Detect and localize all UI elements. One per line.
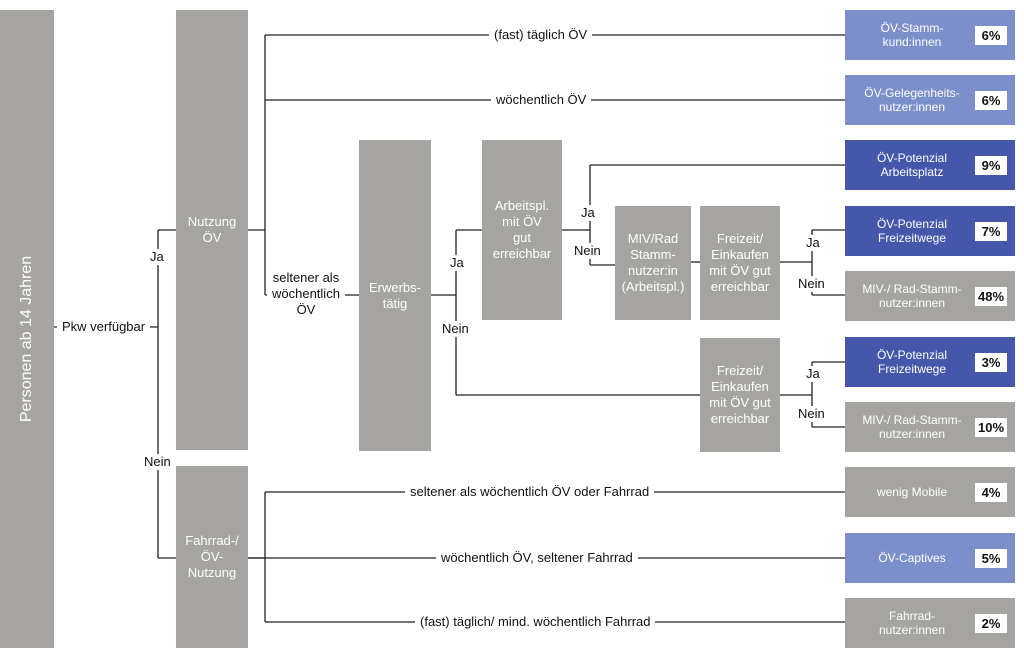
outcome-oev-stammkunden: ÖV-Stamm- kund:innen 6% — [845, 10, 1015, 60]
outcome-percentage: 10% — [975, 417, 1007, 437]
outcome-fahrradnutzer: Fahrrad- nutzer:innen 2% — [845, 598, 1015, 648]
outcome-label: ÖV-Stamm- kund:innen — [880, 21, 944, 49]
outcome-oev-potenzial-freizeitwege-2: ÖV-Potenzial Freizeitwege 3% — [845, 337, 1015, 387]
outcome-percentage: 6% — [975, 90, 1007, 110]
outcome-label: MIV-/ Rad-Stamm- nutzer:innen — [862, 282, 962, 310]
outcome-percentage: 6% — [975, 25, 1007, 45]
outcome-oev-potenzial-arbeitsplatz: ÖV-Potenzial Arbeitsplatz 9% — [845, 140, 1015, 190]
edge-label-ja: Ja — [148, 249, 166, 265]
outcome-percentage: 9% — [975, 155, 1007, 175]
outcome-label: Fahrrad- nutzer:innen — [878, 609, 946, 637]
outcome-label: ÖV-Potenzial Freizeitwege — [876, 217, 948, 245]
outcome-wenig-mobile: wenig Mobile 4% — [845, 467, 1015, 517]
root-box: Personen ab 14 Jahren — [0, 10, 54, 648]
outcome-percentage: 5% — [975, 548, 1007, 568]
edge-label-nein: Nein — [440, 321, 471, 337]
root-label: Personen ab 14 Jahren — [18, 255, 35, 423]
edge-label-woechentlich-oev-seltener-fahrrad: wöchentlich ÖV, seltener Fahrrad — [436, 550, 638, 566]
outcome-percentage: 3% — [975, 352, 1007, 372]
edge-label-fast-taeglich-oev: (fast) täglich ÖV — [489, 27, 593, 43]
outcome-percentage: 2% — [975, 613, 1007, 633]
edge-label-woechentlich-oev: wöchentlich ÖV — [491, 92, 592, 108]
outcome-label: ÖV-Potenzial Arbeitsplatz — [876, 151, 948, 179]
node-fahrrad-oev-nutzung: Fahrrad-/ ÖV- Nutzung — [176, 466, 248, 648]
edge-label-ja: Ja — [804, 366, 822, 382]
edge-label-ja: Ja — [804, 235, 822, 251]
outcome-oev-captives: ÖV-Captives 5% — [845, 533, 1015, 583]
edge-label-nein: Nein — [796, 406, 827, 422]
node-erwerbstaetig: Erwerbs- tätig — [359, 140, 431, 451]
edge-label-nein: Nein — [572, 243, 603, 259]
outcome-label: ÖV-Gelegenheits- nutzer:innen — [864, 86, 960, 114]
edge-label-seltener-als-woechentlich-oev: seltener als wöchentlich ÖV — [267, 270, 345, 318]
edge-label-nein: Nein — [796, 276, 827, 292]
edge-label-fast-taeglich-fahrrad: (fast) täglich/ mind. wöchentlich Fahrra… — [415, 614, 656, 630]
outcome-label: ÖV-Captives — [878, 551, 946, 565]
node-freizeit-erreichbar-2: Freizeit/ Einkaufen mit ÖV gut erreichba… — [700, 338, 780, 452]
outcome-label: wenig Mobile — [876, 485, 948, 499]
outcome-percentage: 7% — [975, 221, 1007, 241]
edge-label-pkw-verfuegbar: Pkw verfügbar — [57, 319, 151, 335]
outcome-miv-rad-stammnutzer-1: MIV-/ Rad-Stamm- nutzer:innen 48% — [845, 271, 1015, 321]
edge-label-seltener-oev-oder-fahrrad: seltener als wöchentlich ÖV oder Fahrrad — [405, 484, 655, 500]
node-arbeitsplatz-erreichbar: Arbeitspl. mit ÖV gut erreichbar — [482, 140, 562, 320]
outcome-percentage: 48% — [975, 286, 1007, 306]
node-nutzung-oev: Nutzung ÖV — [176, 10, 248, 450]
outcome-label: ÖV-Potenzial Freizeitwege — [876, 348, 948, 376]
outcome-oev-gelegenheitsnutzer: ÖV-Gelegenheits- nutzer:innen 6% — [845, 75, 1015, 125]
outcome-miv-rad-stammnutzer-2: MIV-/ Rad-Stamm- nutzer:innen 10% — [845, 402, 1015, 452]
edge-label-ja: Ja — [448, 255, 466, 271]
edge-label-nein: Nein — [142, 454, 173, 470]
outcome-label: MIV-/ Rad-Stamm- nutzer:innen — [862, 413, 962, 441]
outcome-percentage: 4% — [975, 482, 1007, 502]
node-freizeit-erreichbar-1: Freizeit/ Einkaufen mit ÖV gut erreichba… — [700, 206, 780, 320]
node-miv-rad-stammnutzer: MIV/Rad Stamm- nutzer:in (Arbeitspl.) — [615, 206, 691, 320]
outcome-oev-potenzial-freizeitwege-1: ÖV-Potenzial Freizeitwege 7% — [845, 206, 1015, 256]
edge-label-ja: Ja — [579, 205, 597, 221]
